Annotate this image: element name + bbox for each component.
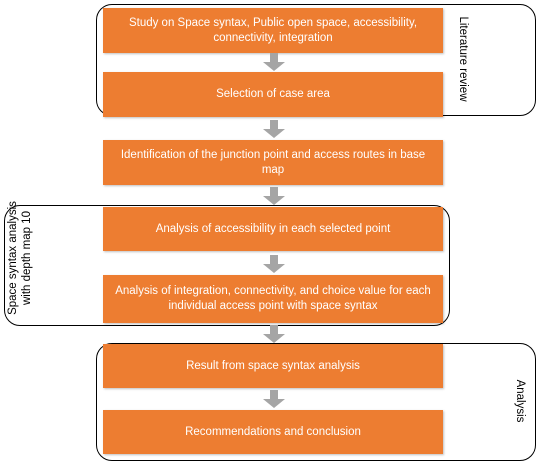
box-selection-case-area: Selection of case area: [103, 72, 443, 117]
box-analysis-accessibility: Analysis of accessibility in each select…: [103, 207, 443, 251]
group-analysis: [96, 343, 536, 461]
down-arrow-icon: [263, 325, 285, 343]
group-space-syntax-analysis: [4, 205, 450, 326]
box-study-space-syntax: Study on Space syntax, Public open space…: [103, 8, 443, 53]
label-literature-review: Literature review: [457, 16, 469, 102]
down-arrow-icon: [263, 187, 285, 205]
label-analysis: Analysis: [514, 379, 526, 423]
label-space-syntax-analysis: Space syntax analysis with depth map 10: [7, 201, 33, 315]
box-analysis-integration: Analysis of integration, connectivity, a…: [103, 275, 443, 323]
box-recommendations-conclusion: Recommendations and conclusion: [103, 410, 443, 454]
down-arrow-icon: [263, 255, 285, 273]
down-arrow-icon: [263, 120, 285, 138]
box-result-space-syntax: Result from space syntax analysis: [103, 344, 443, 388]
down-arrow-icon: [263, 53, 285, 71]
down-arrow-icon: [263, 390, 285, 408]
box-identification-junction: Identification of the junction point and…: [103, 140, 443, 185]
